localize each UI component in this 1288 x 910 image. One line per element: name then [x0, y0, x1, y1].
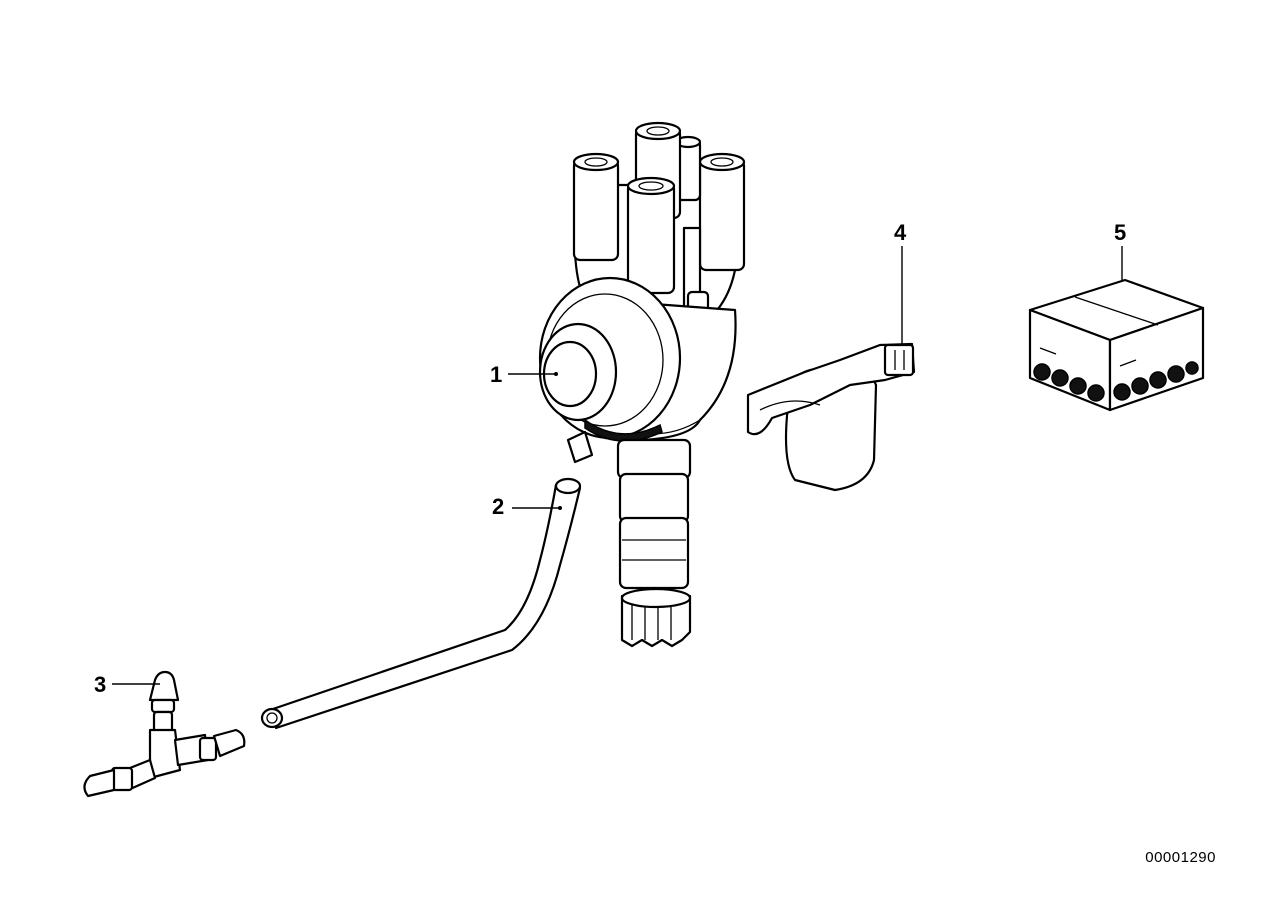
distributor-shaft-icon: [616, 438, 692, 648]
callout-2: 2: [492, 494, 505, 519]
vacuum-hose-icon: [260, 477, 582, 730]
callout-4: 4: [894, 220, 907, 245]
callout-3: 3: [94, 672, 107, 697]
vacuum-advance-unit-icon: [538, 276, 682, 464]
callout-5: 5: [1114, 220, 1127, 245]
cover-cap-icon: [746, 342, 916, 492]
parts-kit-box-icon: [1028, 278, 1205, 412]
t-connector-icon: [83, 670, 246, 798]
distributor-icon: [538, 121, 746, 648]
leader-lines: [112, 246, 1123, 685]
diagram-reference-number: 00001290: [1145, 849, 1216, 866]
callout-1: 1: [490, 362, 503, 387]
spark-plug-towers-icon: [572, 121, 746, 295]
